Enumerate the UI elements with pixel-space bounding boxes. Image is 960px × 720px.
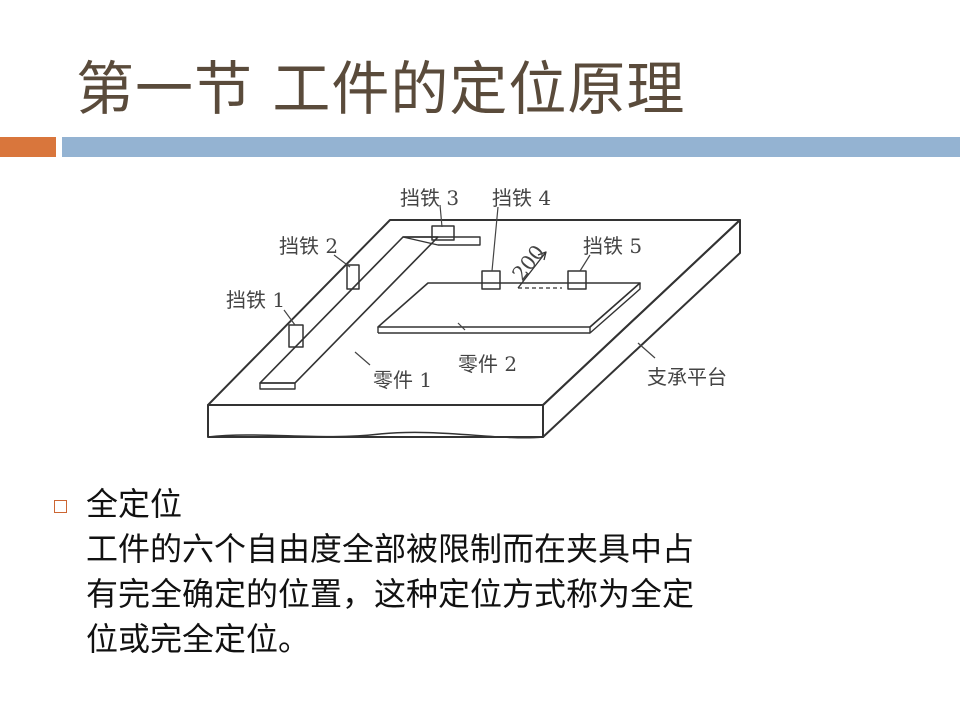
part1-long-bar — [259, 236, 439, 384]
bullet-marker-icon — [54, 500, 67, 513]
label-stop-2: 挡铁 2 — [279, 234, 338, 258]
bullet-content: 全定位 工件的六个自由度全部被限制而在夹具中占 有完全确定的位置，这种定位方式称… — [86, 482, 846, 662]
label-stop-4: 挡铁 4 — [492, 186, 551, 210]
bullet-line: 工件的六个自由度全部被限制而在夹具中占 — [86, 530, 695, 568]
bullet-line: 位或完全定位。 — [86, 620, 311, 658]
label-stop-3: 挡铁 3 — [400, 186, 459, 210]
stop-block-1 — [288, 324, 304, 348]
workpiece-positioning-diagram: 挡铁 1 挡铁 2 挡铁 3 挡铁 4 挡铁 5 200 零件 1 零件 2 支… — [207, 186, 741, 439]
label-part-1: 零件 1 — [373, 368, 432, 392]
part2-plate — [377, 282, 641, 328]
label-dimension: 200 — [507, 240, 549, 285]
stop-block-4 — [481, 270, 501, 290]
part1-long-bar-side — [259, 382, 296, 390]
part2-plate-side — [589, 282, 641, 334]
stop-block-5 — [567, 270, 587, 290]
platform-front-edge — [207, 431, 544, 439]
label-platform: 支承平台 — [647, 365, 727, 389]
dimension-line — [517, 251, 547, 289]
label-part-2: 零件 2 — [458, 352, 517, 376]
platform-right — [542, 219, 741, 438]
part1-short-bar — [402, 236, 481, 246]
bullet-line: 有完全确定的位置，这种定位方式称为全定 — [86, 575, 695, 613]
bullet-heading: 全定位 — [86, 485, 183, 523]
title-underline-bar — [62, 137, 960, 157]
label-stop-5: 挡铁 5 — [583, 234, 642, 258]
stop-block-2 — [346, 264, 360, 290]
slide-title: 第一节 工件的定位原理 — [76, 55, 686, 123]
stop-block-3 — [431, 225, 455, 241]
label-stop-1: 挡铁 1 — [226, 288, 285, 312]
accent-bar — [0, 137, 56, 157]
platform-front — [207, 404, 544, 438]
dimension-arrow — [537, 251, 547, 261]
